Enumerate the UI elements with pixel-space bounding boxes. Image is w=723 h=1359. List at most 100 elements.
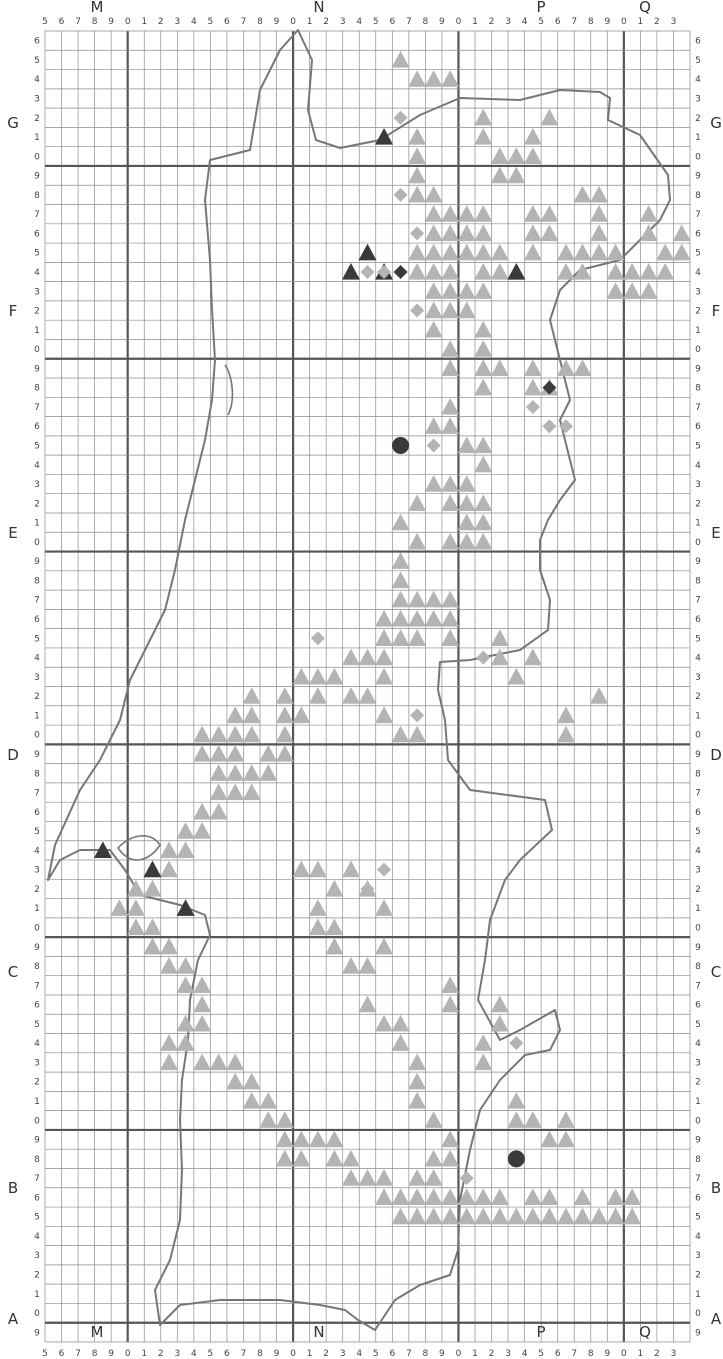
row-tick-right: 8 — [695, 384, 701, 394]
row-tick-left: 9 — [34, 750, 40, 760]
triangle-marker-light — [275, 687, 294, 704]
triangle-marker-light — [275, 706, 294, 724]
triangle-marker-light — [474, 1207, 493, 1225]
triangle-marker-light — [308, 687, 327, 704]
triangle-marker-light — [441, 1207, 460, 1225]
triangle-marker-light — [391, 629, 410, 646]
triangle-marker-light — [556, 725, 575, 743]
triangle-marker-light — [424, 262, 443, 280]
row-tick-left: 9 — [34, 1328, 40, 1338]
row-tick-right: 2 — [695, 692, 701, 702]
row-tick-right: 4 — [695, 654, 701, 664]
col-letter-bottom: N — [313, 1323, 324, 1341]
triangle-marker-light — [242, 706, 261, 724]
triangle-marker-light — [424, 417, 443, 434]
triangle-marker-light — [490, 262, 509, 280]
triangle-marker-light — [573, 243, 592, 261]
col-tick-bottom: 2 — [158, 1349, 164, 1359]
triangle-marker-light — [375, 667, 394, 685]
triangle-marker-light — [341, 687, 360, 704]
triangle-marker-light — [391, 1188, 410, 1206]
col-tick-top: 9 — [439, 17, 445, 27]
triangle-marker-light — [408, 590, 427, 608]
diamond-marker-light — [509, 1036, 524, 1051]
col-letter-top: P — [536, 0, 545, 16]
triangle-marker-light — [308, 667, 327, 685]
col-tick-top: 5 — [373, 17, 379, 27]
diamond-marker-light — [525, 399, 540, 414]
diamond-marker-light — [476, 650, 491, 665]
triangle-marker-light — [540, 1188, 559, 1206]
triangle-marker-light — [391, 590, 410, 608]
col-tick-top: 0 — [621, 17, 627, 27]
triangle-marker-light — [490, 166, 509, 184]
row-tick-right: 0 — [695, 923, 701, 933]
triangle-marker-light — [573, 185, 592, 203]
row-tick-left: 1 — [34, 711, 40, 721]
triangle-marker-light — [556, 359, 575, 377]
row-tick-left: 1 — [34, 519, 40, 529]
triangle-marker-light — [457, 1188, 476, 1206]
triangle-marker-light — [623, 1207, 642, 1225]
row-tick-right: 2 — [695, 1078, 701, 1088]
row-tick-right: 6 — [695, 808, 701, 818]
col-tick-bottom: 3 — [671, 1349, 677, 1359]
triangle-marker-light — [507, 1111, 526, 1128]
row-tick-left: 5 — [34, 634, 40, 644]
triangle-marker-dark — [176, 899, 195, 916]
row-tick-right: 7 — [695, 596, 701, 606]
triangle-marker-light — [623, 1188, 642, 1206]
triangle-marker-light — [656, 262, 675, 280]
triangle-marker-light — [441, 532, 460, 550]
triangle-marker-light — [375, 706, 394, 724]
row-tick-right: 8 — [695, 576, 701, 586]
row-tick-left: 8 — [34, 1155, 40, 1165]
triangle-marker-light — [523, 1188, 542, 1206]
triangle-marker-light — [424, 1149, 443, 1167]
row-tick-left: 6 — [34, 37, 40, 47]
triangle-marker-light — [193, 822, 212, 839]
triangle-marker-light — [523, 205, 542, 222]
triangle-marker-light — [441, 205, 460, 222]
triangle-marker-light — [391, 50, 410, 68]
triangle-marker-light — [143, 879, 162, 897]
row-tick-left: 4 — [34, 846, 40, 856]
triangle-marker-light — [474, 1188, 493, 1206]
row-tick-left: 3 — [34, 287, 40, 297]
triangle-marker-light — [408, 494, 427, 511]
triangle-marker-light — [556, 706, 575, 724]
triangle-marker-light — [325, 879, 344, 897]
triangle-marker-light — [408, 70, 427, 87]
row-tick-right: 7 — [695, 981, 701, 991]
col-tick-top: 3 — [671, 17, 677, 27]
col-tick-bottom: 5 — [208, 1349, 214, 1359]
col-tick-bottom: 7 — [406, 1349, 412, 1359]
triangle-marker-light — [325, 918, 344, 936]
triangle-marker-light — [441, 417, 460, 434]
col-tick-bottom: 9 — [604, 1349, 610, 1359]
row-tick-left: 7 — [34, 403, 40, 413]
col-tick-top: 4 — [191, 17, 197, 27]
triangle-marker-light — [259, 744, 278, 762]
row-tick-right: 3 — [695, 1251, 701, 1261]
triangle-marker-light — [176, 822, 195, 839]
triangle-marker-light — [523, 359, 542, 377]
triangle-marker-light — [474, 1053, 493, 1071]
triangle-marker-light — [292, 667, 311, 685]
triangle-marker-light — [209, 744, 228, 762]
triangle-marker-light — [408, 629, 427, 646]
triangle-marker-light — [408, 1169, 427, 1186]
triangle-marker-light — [441, 70, 460, 87]
row-tick-right: 3 — [695, 866, 701, 876]
triangle-marker-light — [408, 725, 427, 743]
row-letter-right: D — [710, 746, 722, 764]
col-tick-top: 9 — [108, 17, 114, 27]
triangle-marker-light — [308, 899, 327, 916]
triangle-marker-light — [160, 841, 179, 859]
col-tick-top: 9 — [604, 17, 610, 27]
row-letter-left: G — [7, 114, 19, 132]
row-tick-left: 6 — [34, 808, 40, 818]
col-tick-bottom: 1 — [472, 1349, 478, 1359]
triangle-marker-light — [193, 995, 212, 1013]
